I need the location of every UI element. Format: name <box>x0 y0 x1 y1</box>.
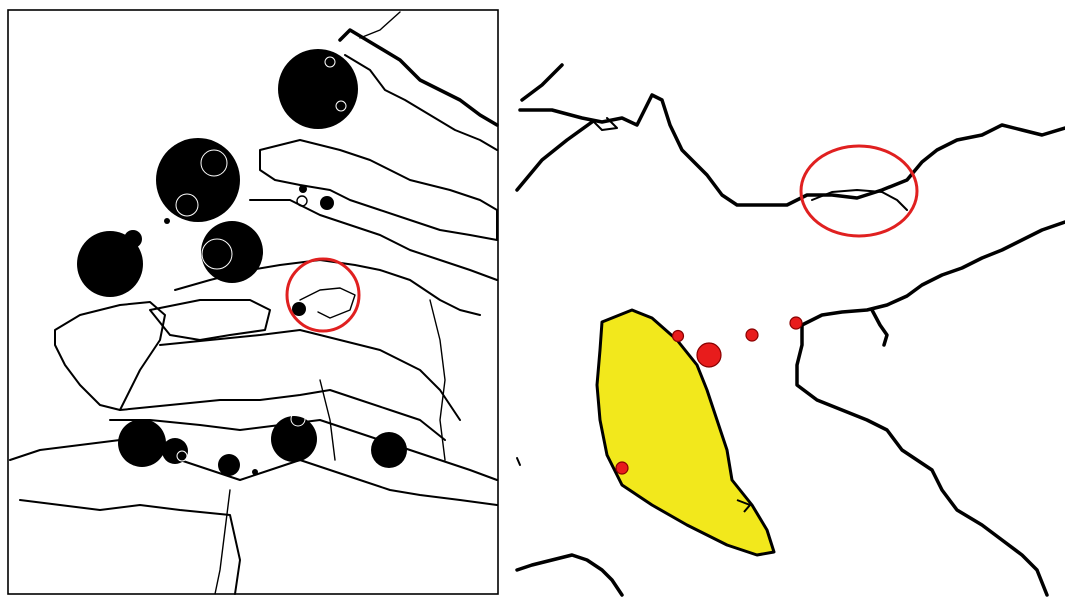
top-left-stub <box>520 63 564 102</box>
symbol-circle <box>218 454 240 476</box>
site-marker <box>745 328 759 342</box>
right-map-panel <box>512 0 1065 605</box>
northern-coast <box>338 28 499 127</box>
river-mouth-line <box>359 11 401 39</box>
highlight-circle <box>285 257 361 333</box>
site-marker <box>671 329 685 343</box>
east-inlet <box>870 308 889 347</box>
left-map-panel <box>0 0 512 605</box>
symbol-circle-inner <box>176 450 188 462</box>
west-stub <box>516 457 521 466</box>
symbol-circle-inner <box>200 149 228 177</box>
channel-in-circle <box>811 189 908 211</box>
symbol-circle-inner <box>175 193 199 217</box>
site-markers <box>615 316 803 475</box>
western-island <box>54 301 166 411</box>
mid-channel-south <box>109 419 498 481</box>
symbol-circle <box>299 185 307 193</box>
sand-bank-notch <box>736 499 752 513</box>
coastlines <box>9 11 499 595</box>
map-frame <box>7 9 499 595</box>
site-marker <box>615 461 629 475</box>
inland-canal-east <box>429 299 446 461</box>
northern-coast-inner <box>344 54 498 151</box>
mid-channel-north <box>119 389 446 441</box>
symbol-circle-inner <box>324 56 336 68</box>
inlet-mark <box>591 117 618 131</box>
symbol-circle <box>77 231 143 297</box>
symbol-circle-inner <box>290 411 306 427</box>
symbol-circle <box>278 49 358 129</box>
symbol-circle <box>164 218 170 224</box>
eastern-inner-coast <box>795 323 1049 597</box>
northern-coastline <box>518 93 1065 207</box>
circle-symbols <box>77 49 407 476</box>
symbol-circle <box>124 230 142 248</box>
site-marker <box>696 342 722 368</box>
symbol-circle <box>118 419 166 467</box>
southern-border <box>19 499 241 595</box>
estuary-island-north <box>259 139 498 241</box>
upper-left-line <box>515 120 594 192</box>
symbol-circle <box>320 196 334 210</box>
site-marker <box>789 316 803 330</box>
southern-river <box>214 489 231 595</box>
central-island <box>149 299 271 341</box>
left-map-svg <box>7 9 499 595</box>
highlight-circle <box>799 144 919 238</box>
symbol-circle-inner <box>201 238 233 270</box>
symbol-circle-outline <box>296 195 308 207</box>
symbol-circle <box>156 138 240 222</box>
right-map-svg <box>515 63 1065 597</box>
eastern-coastline <box>800 220 1065 327</box>
symbol-circle <box>162 438 188 464</box>
central-land-south <box>159 329 461 421</box>
southwestern-coastline <box>515 553 624 597</box>
sand-bank-area <box>595 308 776 557</box>
symbol-circle <box>292 302 306 316</box>
highlighted-channel <box>299 287 356 319</box>
symbol-circle <box>252 469 258 475</box>
coastlines <box>515 63 1065 597</box>
symbol-circle <box>371 432 407 468</box>
symbol-circle-inner <box>335 100 347 112</box>
symbol-circle <box>271 416 317 462</box>
inland-canal <box>319 379 336 461</box>
